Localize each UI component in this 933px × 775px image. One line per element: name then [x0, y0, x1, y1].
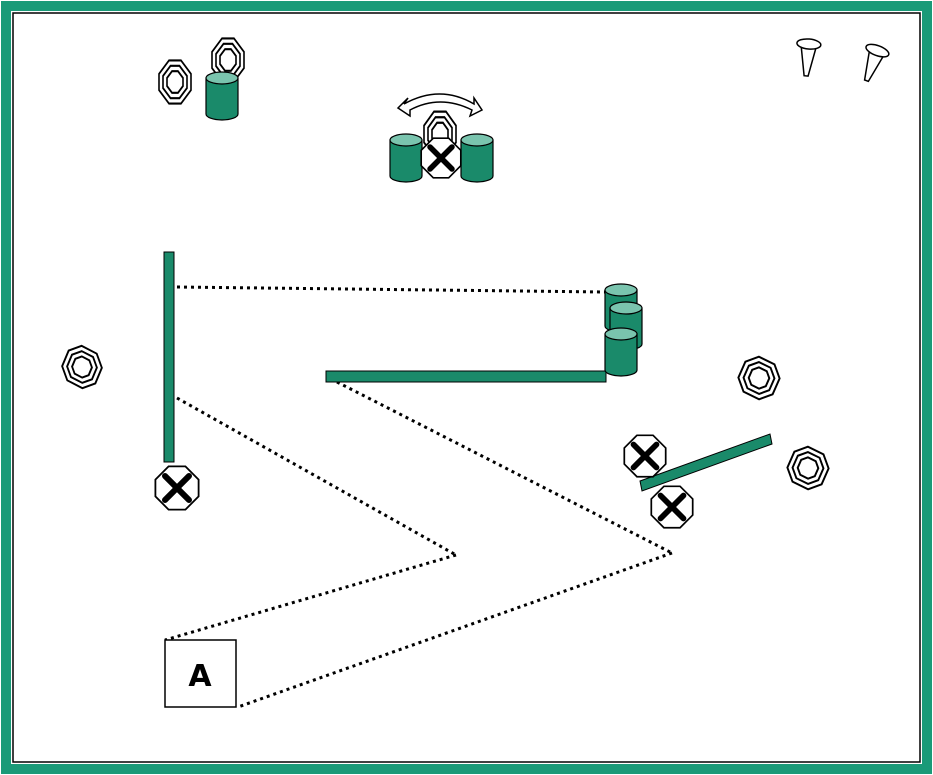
arena-inner-border [12, 12, 921, 763]
path-line-turn-to-start [164, 553, 457, 642]
tire-stack-icon [157, 59, 193, 105]
path-line-top [176, 285, 606, 294]
path-line-wall-to-turn [176, 396, 457, 557]
wall-diagonal-right [639, 433, 773, 492]
barrel-icon [389, 133, 423, 183]
start-marker: A [164, 639, 237, 708]
wall-horizontal-middle [325, 370, 607, 383]
barrel-icon [460, 133, 494, 183]
start-marker-label: A [188, 659, 212, 694]
path-lines [164, 285, 673, 709]
cross-marker-icon [155, 466, 198, 509]
cross-marker-icon [421, 138, 461, 178]
cross-marker-icon [651, 486, 692, 527]
rotate-arrows-icon [396, 93, 484, 118]
cross-marker-icon [624, 435, 665, 476]
barrel-icon [604, 327, 638, 377]
start-marker-box [164, 639, 237, 708]
wall-vertical-left [163, 251, 175, 463]
barrel-icon [205, 71, 239, 121]
